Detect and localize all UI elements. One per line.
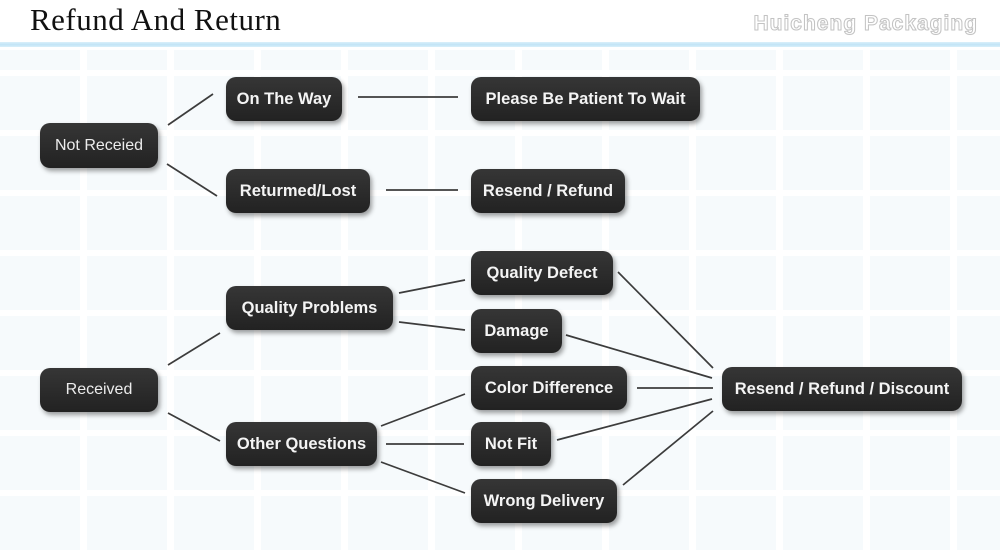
- node-not-receied: Not Receied: [40, 123, 158, 168]
- node-color-difference: Color Difference: [471, 366, 627, 410]
- connector-line: [380, 461, 466, 494]
- node-please-be-patient: Please Be Patient To Wait: [471, 77, 700, 121]
- connector-line: [167, 332, 221, 366]
- connector-line: [167, 93, 214, 126]
- node-not-fit: Not Fit: [471, 422, 551, 466]
- brand-watermark: Huicheng Packaging: [753, 12, 978, 36]
- connector-line: [166, 163, 218, 197]
- node-resend-refund-discount: Resend / Refund / Discount: [722, 367, 962, 411]
- node-damage: Damage: [471, 309, 562, 353]
- node-wrong-delivery: Wrong Delivery: [471, 479, 617, 523]
- node-quality-defect: Quality Defect: [471, 251, 613, 295]
- connector-line: [556, 398, 713, 441]
- node-other-questions: Other Questions: [226, 422, 377, 466]
- connector-line: [167, 412, 221, 442]
- header-divider: [0, 42, 1000, 47]
- connector-line: [380, 393, 466, 427]
- node-quality-problems: Quality Problems: [226, 286, 393, 330]
- page-title: Refund And Return: [30, 2, 282, 37]
- node-returmed-lost: Returmed/Lost: [226, 169, 370, 213]
- node-resend-refund: Resend / Refund: [471, 169, 625, 213]
- node-on-the-way: On The Way: [226, 77, 342, 121]
- node-received: Received: [40, 368, 158, 412]
- connector-line: [565, 334, 713, 379]
- connector-line: [622, 410, 714, 486]
- header: Refund And Return Huicheng Packaging: [0, 0, 1000, 42]
- connector-line: [398, 321, 466, 331]
- connector-line: [617, 271, 714, 369]
- connector-line: [398, 279, 466, 294]
